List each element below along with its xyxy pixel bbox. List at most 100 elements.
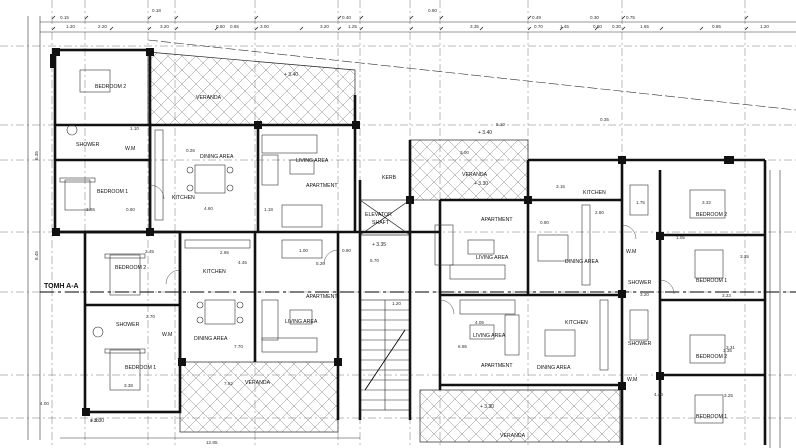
room-bedroom1-b: BEDROOM 1 bbox=[125, 365, 156, 371]
dimension-text: 2.70 bbox=[146, 314, 155, 319]
elevator-shaft bbox=[359, 199, 411, 236]
dimension-text: 3.31 bbox=[726, 345, 735, 350]
dimension-text: 3.65 bbox=[86, 207, 95, 212]
room-kitchen-a: KITCHEN bbox=[172, 195, 195, 201]
room-bedroom2-a: BEDROOM 2 bbox=[95, 84, 126, 90]
room-dining-mid: DINING AREA bbox=[565, 259, 599, 265]
room-kitchen-b: KITCHEN bbox=[203, 269, 226, 275]
room-shaft: SHAFT bbox=[372, 220, 390, 226]
level-marker: + 3.35 bbox=[372, 242, 386, 248]
dimension-text: 0.80 bbox=[540, 220, 549, 225]
dimension-text: 3.25 bbox=[724, 393, 733, 398]
dimension-text: 7.82 bbox=[224, 381, 233, 386]
dimension-text: 0.60 bbox=[126, 207, 135, 212]
dimension-text: 7.70 bbox=[234, 344, 243, 349]
dimension-text: 5.70 bbox=[370, 258, 379, 263]
dimension-text: 8.45 bbox=[34, 251, 39, 260]
room-kitchen-c: KITCHEN bbox=[565, 320, 588, 326]
dimension-text: 1.20 bbox=[66, 24, 75, 29]
room-living-a: LIVING AREA bbox=[296, 158, 329, 164]
dimension-text: 3.20 bbox=[320, 24, 329, 29]
staircase bbox=[359, 299, 411, 411]
dimension-text: 0.30 bbox=[590, 15, 599, 20]
dimension-text: 0.35 bbox=[600, 117, 609, 122]
room-dining-c: DINING AREA bbox=[537, 365, 571, 371]
dimension-text: 3.00 bbox=[460, 150, 469, 155]
room-elevator: ELEVATOR bbox=[365, 212, 392, 218]
room-dining-a: DINING AREA bbox=[200, 154, 234, 160]
furniture bbox=[59, 69, 726, 424]
dimension-text: 6.35 bbox=[34, 151, 39, 160]
room-veranda-mid: VERANDA bbox=[462, 172, 488, 178]
level-marker: + 3.30 bbox=[480, 404, 494, 410]
room-veranda-c: VERANDA bbox=[500, 433, 526, 439]
dimension-text: 12.85 bbox=[206, 440, 218, 445]
room-wm-r: W.M bbox=[626, 249, 636, 255]
dimension-text: 3.30 bbox=[90, 418, 99, 423]
section-line: ΤΟΜΗ Α-Α bbox=[40, 283, 796, 293]
dimension-text: 3.35 bbox=[740, 254, 749, 259]
dimension-text: 2.80 bbox=[595, 210, 604, 215]
room-shower-b: SHOWER bbox=[116, 322, 140, 328]
dimension-text: 3.23 bbox=[722, 293, 731, 298]
dimension-text: 3.15 bbox=[556, 184, 565, 189]
dimension-text: 0.90 bbox=[342, 248, 351, 253]
room-shower-a: SHOWER bbox=[76, 142, 100, 148]
dimension-text: 3.35 bbox=[723, 348, 732, 353]
dimension-text: 4.60 bbox=[204, 206, 213, 211]
dimension-text: 3.00 bbox=[260, 24, 269, 29]
room-bedroom1-r: BEDROOM 1 bbox=[696, 278, 727, 284]
dimension-text: 1.25 bbox=[348, 24, 357, 29]
dimension-text: 0.65 bbox=[230, 24, 239, 29]
dimension-text: 0.30 bbox=[612, 24, 621, 29]
level-marker: + 3.40 bbox=[478, 130, 492, 136]
room-bedroom1-c: BEDROOM 1 bbox=[696, 414, 727, 420]
dimension-text: 0.15 bbox=[60, 15, 69, 20]
dimension-lines bbox=[27, 16, 796, 448]
dimension-text: 1.20 bbox=[392, 301, 401, 306]
level-marker: + 3.30 bbox=[474, 181, 488, 187]
room-shower-r: SHOWER bbox=[628, 280, 652, 286]
dimension-text: 0.75 bbox=[626, 15, 635, 20]
level-markers: + 3.40 + 3.40 + 3.35 + 3.30 + 3.30 + 3.3… bbox=[90, 72, 494, 424]
dimension-text: 1.10 bbox=[130, 126, 139, 131]
room-wm-c: W.M bbox=[627, 377, 637, 383]
dimension-text: 2.20 bbox=[98, 24, 107, 29]
room-bedroom1-a: BEDROOM 1 bbox=[97, 189, 128, 195]
dimension-text: 1.18 bbox=[264, 207, 273, 212]
room-living-mid: LIVING AREA bbox=[476, 255, 509, 261]
dimension-text: 0.85 bbox=[712, 24, 721, 29]
room-veranda-top: VERANDA bbox=[196, 95, 222, 101]
dimension-text: 5.10 bbox=[496, 122, 505, 127]
dimension-text: 4.40 bbox=[654, 392, 663, 397]
dimension-text: 0.18 bbox=[152, 8, 161, 13]
room-bedroom2-r: BEDROOM 2 bbox=[696, 212, 727, 218]
room-living-c: LIVING AREA bbox=[473, 333, 506, 339]
room-apartment-a: APARTMENT bbox=[306, 183, 338, 189]
room-labels: BEDROOM 2 VERANDA SHOWER W.M DINING AREA… bbox=[76, 84, 727, 439]
room-kitchen-mid: KITCHEN bbox=[583, 190, 606, 196]
dimension-text: 0.80 bbox=[428, 8, 437, 13]
room-apartment-mid: APARTMENT bbox=[481, 217, 513, 223]
dimension-text: 3.38 bbox=[124, 383, 133, 388]
dimension-text: 0.70 bbox=[534, 24, 543, 29]
dimension-text: 4.05 bbox=[475, 320, 484, 325]
boundary-line bbox=[147, 39, 796, 111]
room-dining-b: DINING AREA bbox=[194, 336, 228, 342]
dimension-text: 2.45 bbox=[145, 249, 154, 254]
dimension-text: 1.45 bbox=[560, 24, 569, 29]
dimension-text: 1.20 bbox=[760, 24, 769, 29]
door-swings bbox=[149, 184, 675, 315]
room-apartment-c: APARTMENT bbox=[481, 363, 513, 369]
dimension-text: 2.65 bbox=[220, 250, 229, 255]
room-bedroom2-c: BEDROOM 2 bbox=[696, 354, 727, 360]
dimension-text: 0.40 bbox=[342, 15, 351, 20]
room-living-b: LIVING AREA bbox=[285, 319, 318, 325]
dimension-text: 0.49 bbox=[532, 15, 541, 20]
room-wm-b: W.M bbox=[162, 332, 172, 338]
dimension-text: 0.60 bbox=[216, 24, 225, 29]
dimension-text: 1.65 bbox=[640, 24, 649, 29]
dimension-text: 0.80 bbox=[593, 24, 602, 29]
